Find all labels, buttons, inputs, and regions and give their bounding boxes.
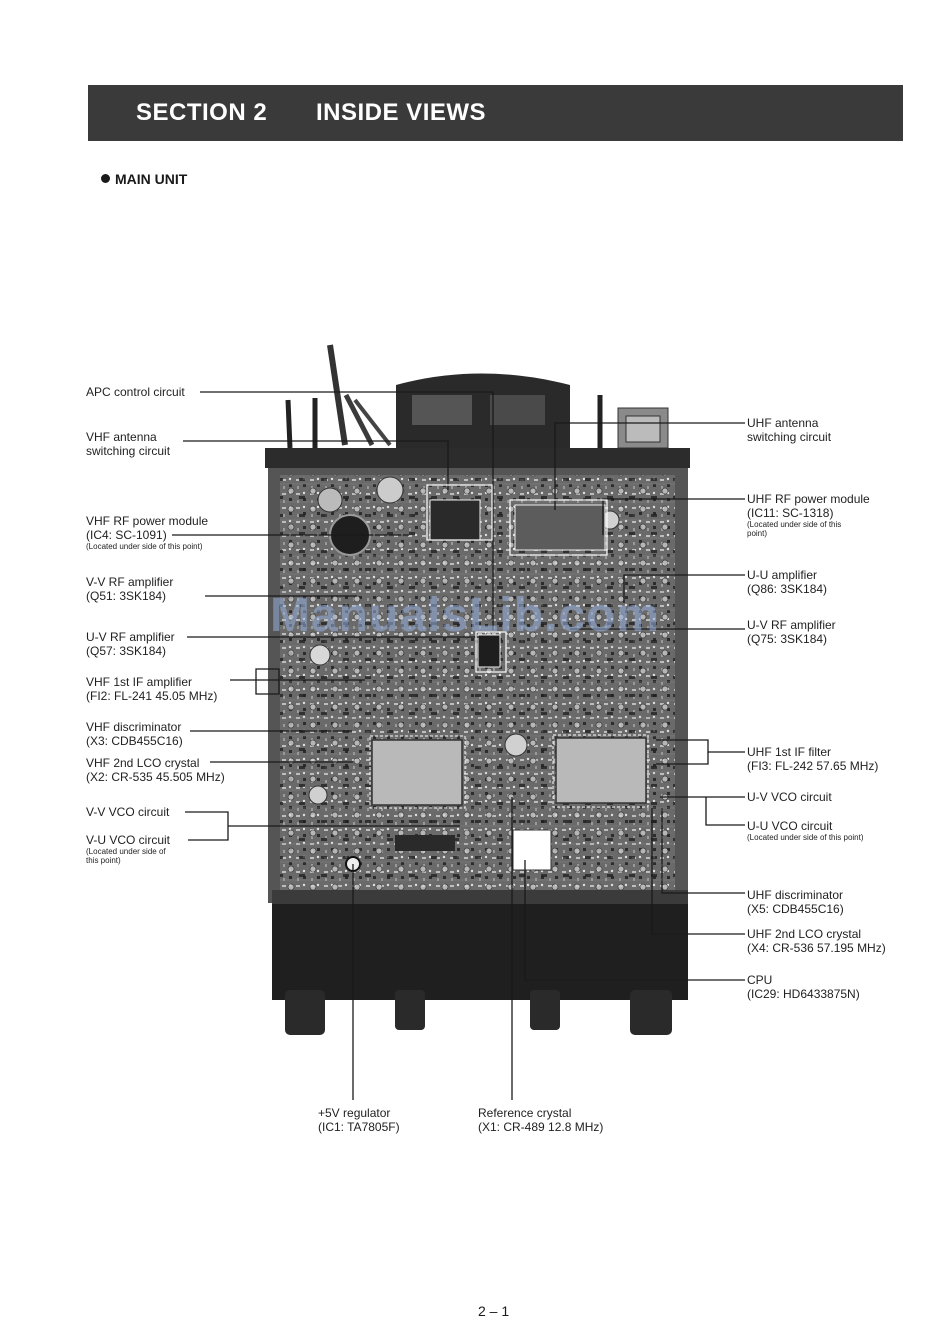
cpu-chip: [512, 829, 552, 871]
callout-uu-amplifier: U-U amplifier (Q86: 3SK184): [747, 568, 828, 596]
callout-reference-crystal: Reference crystal (X1: CR-489 12.8 MHz): [478, 1106, 604, 1134]
callout-uhf-2nd-lco-crystal: UHF 2nd LCO crystal (X4: CR-536 57.195 M…: [747, 927, 886, 955]
callout-uhf-1st-if-filter: UHF 1st IF filter (FI3: FL-242 57.65 MHz…: [747, 745, 879, 773]
callout-uu-vco-circuit: U-U VCO circuit (Located under side of t…: [747, 819, 864, 842]
bullet-icon: [101, 174, 110, 183]
chassis-top-rail: [265, 448, 690, 468]
vhf-shield-can: [371, 739, 463, 806]
callout-vhf-1st-if-amplifier: VHF 1st IF amplifier (FI2: FL-241 45.05 …: [86, 675, 218, 703]
callout-uhf-rf-power-module: UHF RF power module (IC11: SC-1318) (Loc…: [747, 492, 870, 538]
foot-left: [285, 990, 325, 1035]
section-title: INSIDE VIEWS: [316, 99, 487, 126]
top-rear-panel: [396, 373, 669, 449]
callout-vhf-discriminator: VHF discriminator (X3: CDB455C16): [86, 720, 183, 748]
callout-apc-control: APC control circuit: [86, 385, 185, 399]
subsection-heading: MAIN UNIT: [101, 171, 187, 187]
foot-right: [630, 990, 672, 1035]
callout-vv-rf-amplifier: V-V RF amplifier (Q51: 3SK184): [86, 575, 174, 603]
callout-uhf-discriminator: UHF discriminator (X5: CDB455C16): [747, 888, 844, 916]
callout-uv-vco-circuit: U-V VCO circuit: [747, 790, 832, 804]
section-number: SECTION 2: [136, 99, 268, 126]
uhf-shield-can: [555, 737, 647, 804]
leader-lines: [172, 391, 745, 1100]
chassis-front: [272, 890, 688, 1000]
callout-5v-regulator: +5V regulator (IC1: TA7805F): [318, 1106, 400, 1134]
subsection-title: MAIN UNIT: [115, 171, 188, 187]
callout-vhf-antenna-switch: VHF antenna switching circuit: [86, 430, 171, 458]
callout-uv-rf-amplifier-left: U-V RF amplifier (Q57: 3SK184): [86, 630, 175, 658]
top-cables: [285, 344, 603, 449]
callout-vv-vco-circuit: V-V VCO circuit: [86, 805, 170, 819]
callout-uv-rf-amplifier-right: U-V RF amplifier (Q75: 3SK184): [747, 618, 836, 646]
page-number: 2 – 1: [478, 1303, 510, 1319]
callout-uhf-antenna-switch: UHF antenna switching circuit: [747, 416, 832, 444]
watermark: ManualsLib.com: [270, 589, 661, 642]
callout-cpu: CPU (IC29: HD6433875N): [747, 973, 860, 1001]
callout-vhf-rf-power-module: VHF RF power module (IC4: SC-1091) (Loca…: [86, 514, 209, 551]
callout-vhf-2nd-lco-crystal: VHF 2nd LCO crystal (X2: CR-535 45.505 M…: [86, 756, 225, 784]
section-header-bar: SECTION 2 INSIDE VIEWS: [88, 85, 903, 141]
callout-vu-vco-circuit: V-U VCO circuit (Located under side of t…: [86, 833, 171, 865]
